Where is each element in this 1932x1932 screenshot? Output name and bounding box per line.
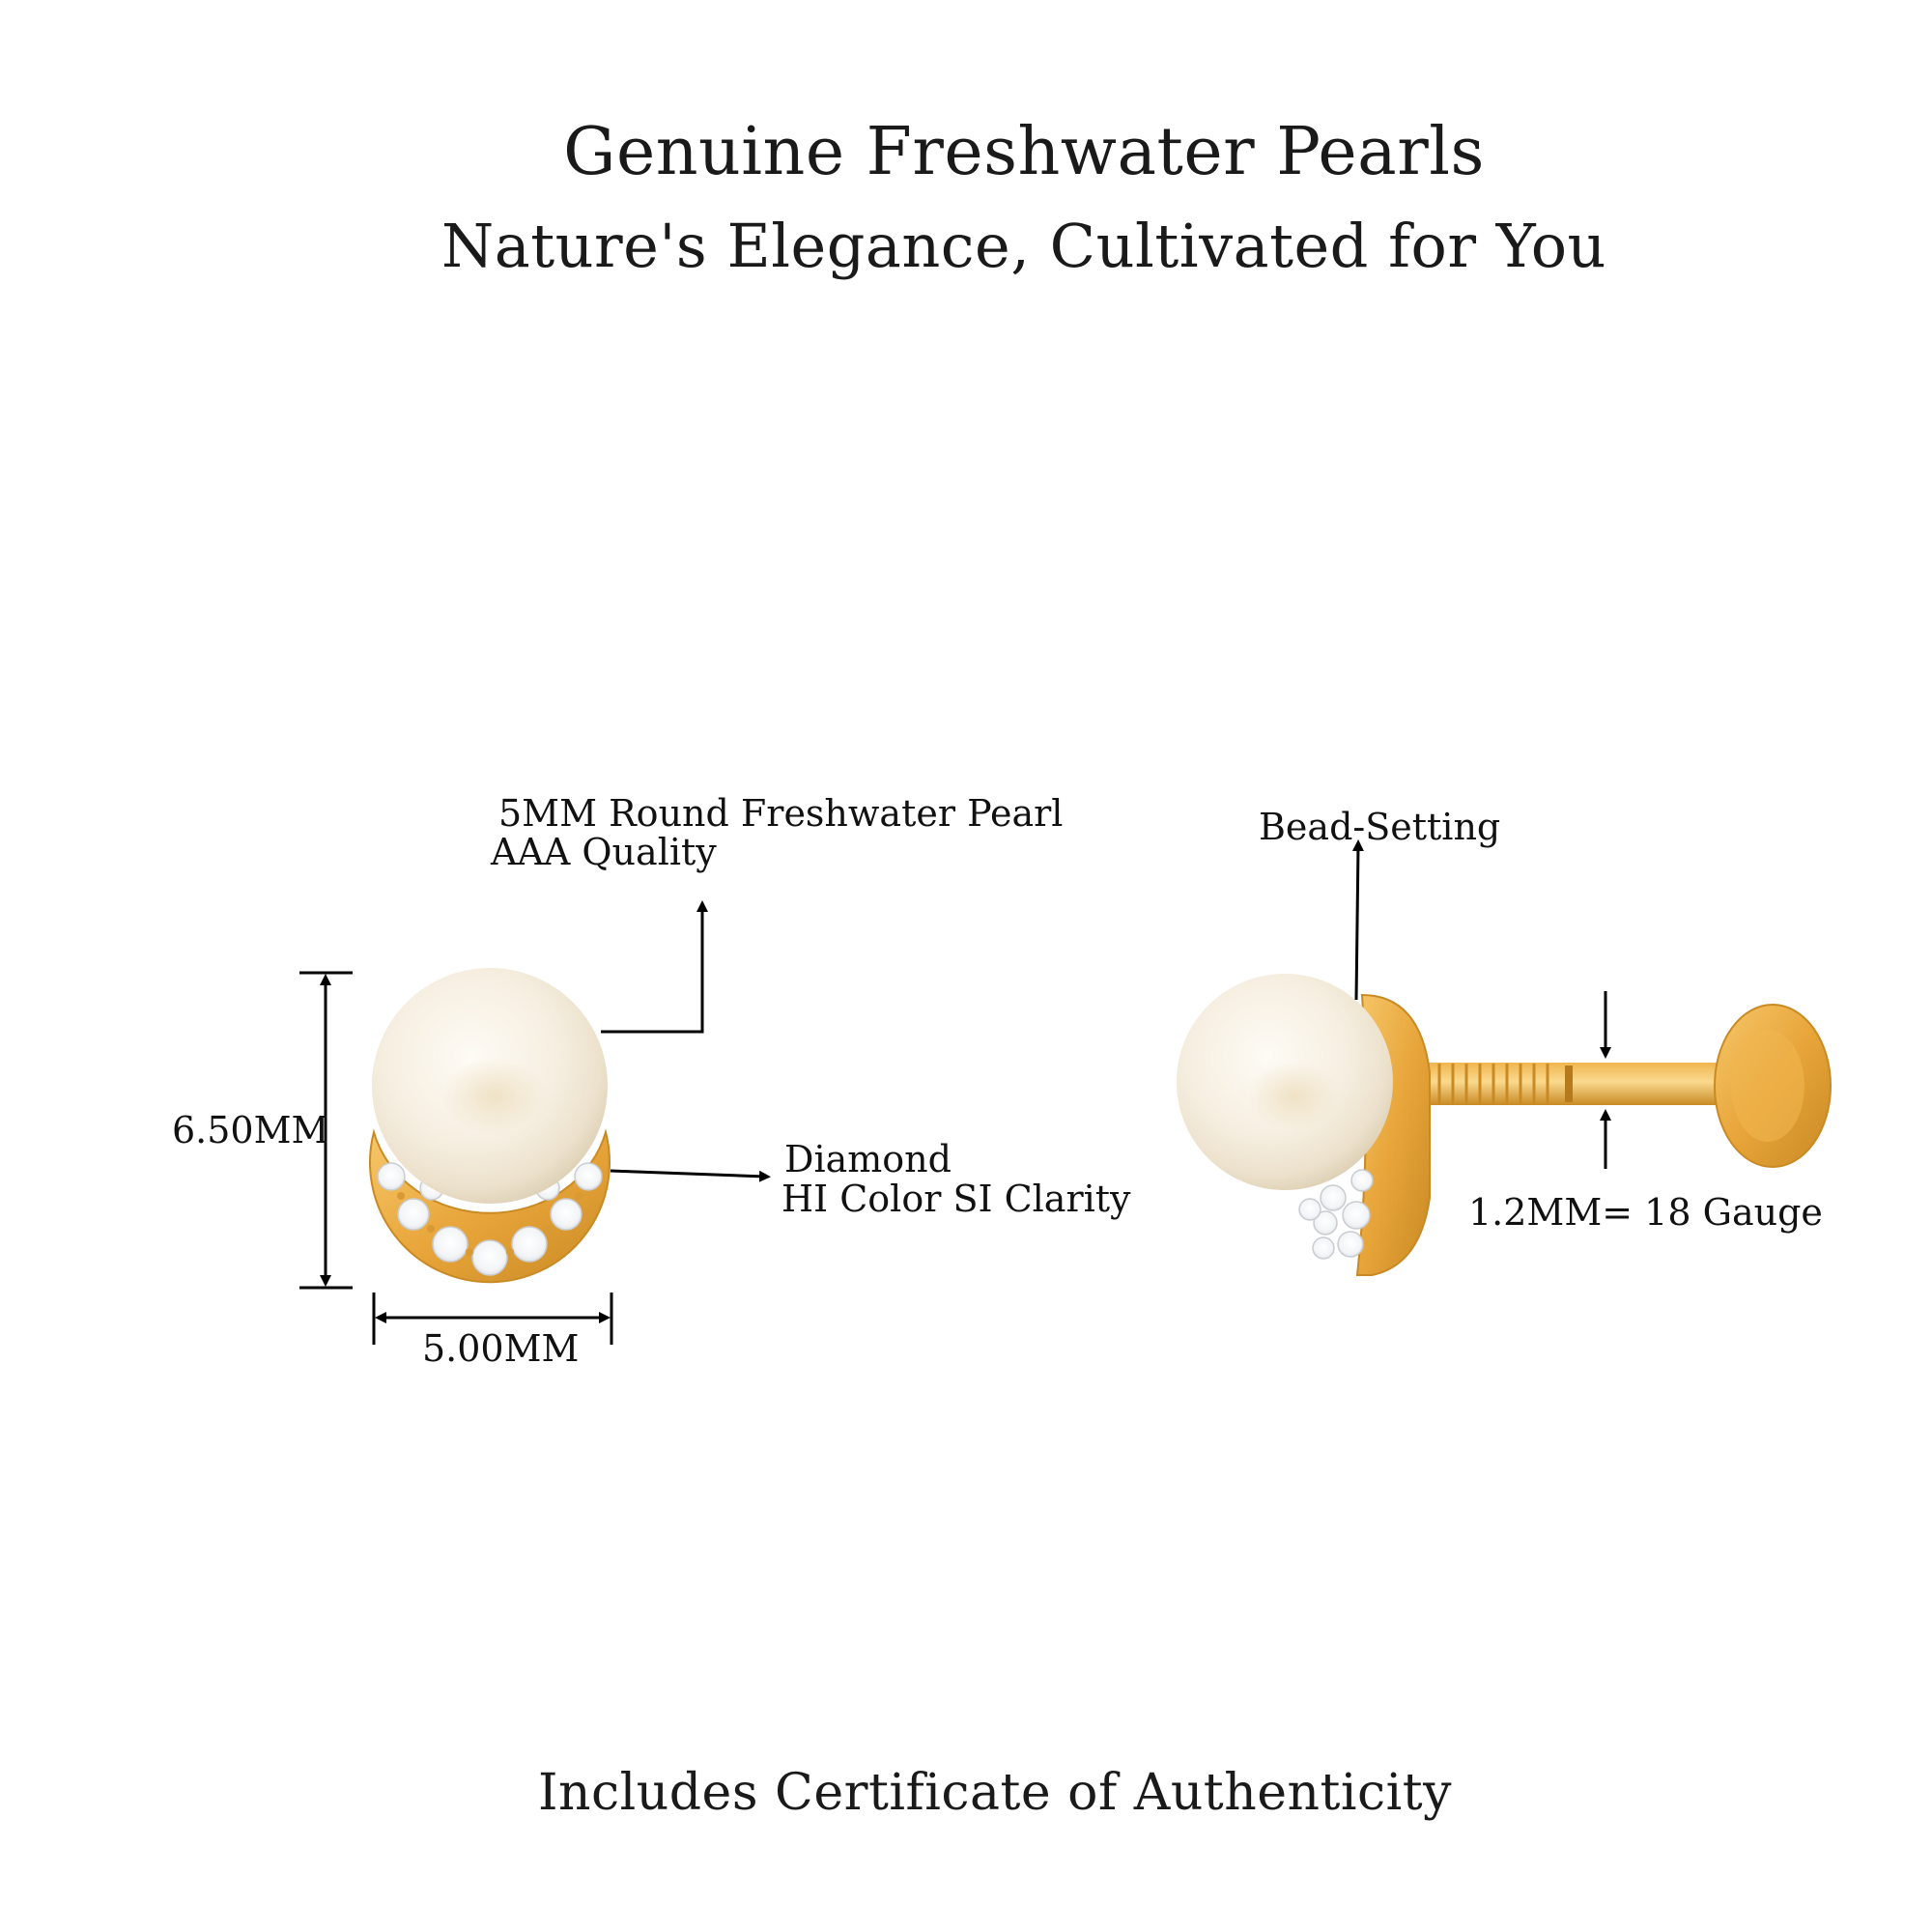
page-subtitle: Nature's Elegance, Cultivated for You (440, 211, 1606, 281)
post-rod (1410, 1063, 1777, 1105)
pearl-quality-label: AAA Quality (491, 831, 717, 873)
width-dimension (372, 1293, 613, 1345)
side-earring (1177, 974, 1832, 1276)
gold-crescent (369, 1128, 611, 1284)
diamond-leader-line (610, 1169, 771, 1182)
front-earring (369, 968, 611, 1284)
prong-dots (397, 1192, 582, 1256)
bead-setting-label: Bead-Setting (1259, 806, 1501, 848)
pearl-leader-line (601, 900, 708, 1034)
diamond-label: Diamond (784, 1138, 952, 1180)
height-dimension (299, 971, 353, 1290)
pearl-spec-label: 5MM Round Freshwater Pearl (498, 792, 1064, 835)
height-dimension-label: 6.50MM (172, 1109, 329, 1151)
diamond-quality-label: HI Color SI Clarity (781, 1178, 1131, 1220)
width-dimension-label: 5.00MM (422, 1327, 580, 1370)
certificate-note: Includes Certificate of Authenticity (537, 1764, 1453, 1822)
page-title: Genuine Freshwater Pearls (563, 114, 1485, 190)
side-diamonds (1298, 1169, 1374, 1260)
gauge-label: 1.2MM= 18 Gauge (1468, 1191, 1823, 1234)
bead-setting-leader (1351, 839, 1364, 1001)
thread (1437, 1064, 1549, 1104)
